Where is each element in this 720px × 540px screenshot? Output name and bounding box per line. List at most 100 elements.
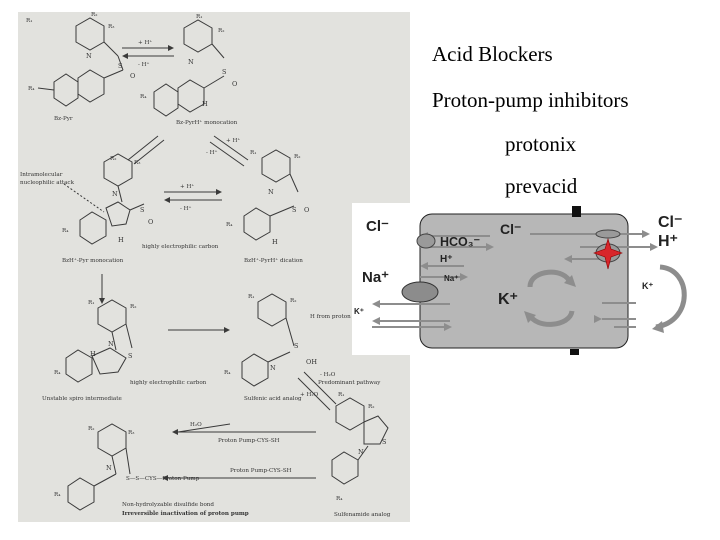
label-h2o: H₂O [190, 422, 202, 428]
label-R2-c: R₂ [110, 156, 116, 162]
atom-N-f: N [270, 364, 276, 372]
mechanism-diagram: R₁ R₂ R₃ N S O R₄ Bz-Pyr + H⁺ - H⁺ R₁ R₂… [20, 12, 391, 518]
ion-h-right: H⁺ [658, 233, 678, 250]
ion-k-left: K⁺ [354, 307, 364, 316]
ion-h-left: H⁺ [440, 254, 453, 265]
atom-OH-f: OH [306, 358, 317, 366]
ion-na-big: Na⁺ [362, 269, 389, 286]
caption-step8b: Irreversible inactivation of proton pump [122, 511, 249, 517]
list-item-acid-blockers: Acid Blockers [432, 42, 553, 66]
label-R2-e: R₂ [130, 304, 136, 310]
atom-N-h: N [106, 464, 112, 472]
atom-N-b: N [188, 58, 194, 66]
atom-H-c: H [118, 236, 124, 244]
atom-N-a: N [86, 52, 92, 60]
atom-H-b: H [202, 100, 208, 108]
atom-H-d: H [272, 238, 278, 246]
label-R2-b: R₂ [218, 28, 224, 34]
structure-sulfenic-acid [241, 293, 295, 387]
plus-h-1: + H⁺ [138, 39, 152, 46]
label-R3-a: R₃ [108, 24, 114, 30]
atom-O-b: O [232, 80, 237, 88]
label-R4-f: R₄ [224, 370, 231, 376]
membrane-tab-top [572, 206, 581, 217]
curve-arrow-right [655, 264, 687, 330]
list-item-protonix: protonix [505, 132, 577, 156]
label-s-s-cys: S—S—CYS—Proton Pump [126, 476, 200, 482]
atom-N-d: N [268, 188, 274, 196]
atom-N-e: N [108, 340, 114, 348]
atom-O-a: O [130, 72, 135, 80]
atom-S-c: S [140, 206, 144, 214]
label-pump-cys-2: Proton Pump-CYS-SH [230, 468, 292, 474]
label-pump-cys-1: Proton Pump-CYS-SH [218, 438, 280, 444]
ion-hco3: HCO₃⁻ [440, 235, 481, 249]
atom-H-e: H [90, 350, 96, 358]
caption-step2: Bz-PyrH⁺ monocation [176, 119, 238, 126]
label-R4-e: R₄ [54, 370, 61, 376]
minus-h-3: - H⁺ [180, 205, 192, 212]
pump-inhibition-star [593, 237, 623, 270]
cl-channel [595, 229, 621, 239]
label-R2-d: R₂ [294, 154, 300, 160]
caption-step6: Sulfenic acid analog [244, 396, 302, 402]
label-nucleophilic: nucleophilic attack [20, 180, 75, 186]
caption-step7: Sulfenamide analog [334, 512, 391, 518]
structure-bz-pyrh [153, 19, 225, 117]
plus-h-3: + H⁺ [180, 183, 194, 190]
label-R2-g: R₂ [368, 404, 374, 410]
ion-cl-right: Cl⁻ [658, 214, 682, 231]
label-intramolecular: Intramolecular [20, 172, 63, 178]
label-R1-b: R₁ [196, 14, 202, 20]
label-R4-a: R₄ [28, 86, 35, 92]
atom-S-b: S [222, 68, 226, 76]
label-R2-f: R₂ [290, 298, 296, 304]
exchanger-cl-hco3 [416, 233, 436, 249]
na-k-pump [401, 281, 439, 303]
atom-S-e: S [128, 352, 132, 360]
label-minus-h2o: - H₂O [320, 372, 336, 378]
label-R4-d: R₄ [226, 222, 233, 228]
label-h-from-proton: H from proton [310, 314, 351, 320]
label-R4-g: R₄ [336, 496, 343, 502]
label-R4-c: R₄ [62, 228, 69, 234]
ion-cl-mid: Cl⁻ [500, 221, 521, 237]
structure-bzh-pyrh [243, 149, 299, 241]
label-R1-d: R₁ [250, 150, 256, 156]
list-item-prevacid: prevacid [505, 174, 578, 198]
atom-N-g: N [358, 448, 364, 456]
membrane-tab-bottom [570, 349, 579, 360]
label-R1-g: R₁ [338, 392, 344, 398]
atom-O-d: O [304, 206, 309, 214]
label-R2-a: R₂ [91, 12, 97, 18]
plus-h-2: + H⁺ [226, 137, 240, 144]
caption-step4: BzH⁺-PyrH⁺ dication [244, 257, 303, 264]
label-R4-b: R₄ [140, 94, 147, 100]
label-R1-e: R₁ [88, 300, 94, 306]
parietal-cell-diagram: Cl⁻ HCO₃⁻ Cl⁻ H⁺ Na⁺ Na⁺ K⁺ K⁺ K⁺ Cl⁻ H⁺ [352, 203, 720, 360]
label-R1-a: R₁ [26, 18, 32, 24]
structure-bzh-pyr [79, 153, 145, 245]
label-R4-h: R₄ [54, 492, 61, 498]
ion-cl-left: Cl⁻ [366, 218, 389, 235]
caption-step3: BzH⁺-Pyr monocation [62, 257, 124, 264]
label-predominant: Predominant pathway [318, 380, 381, 386]
ion-na-small: Na⁺ [444, 274, 458, 283]
atom-S-f: S [294, 342, 298, 350]
label-electrophilic-2: highly electrophilic carbon [130, 380, 207, 386]
label-R3-c: R₃ [134, 160, 140, 166]
atom-S-g: S [382, 438, 386, 446]
atom-N-c: N [112, 190, 118, 198]
structure-sulfenamide [331, 397, 389, 485]
label-plus-h2o: + H₂O [300, 392, 319, 398]
list-item-ppi: Proton-pump inhibitors [432, 88, 629, 112]
caption-step8: Non-hydrolyzable disulfide bond [122, 502, 214, 508]
caption-step5: Unstable spiro intermediate [42, 396, 122, 402]
label-R2-h: R₂ [88, 426, 94, 432]
label-R3-h: R₃ [128, 430, 134, 436]
mechanism-panel: R₁ R₂ R₃ N S O R₄ Bz-Pyr + H⁺ - H⁺ R₁ R₂… [18, 12, 410, 522]
minus-h-2: - H⁺ [206, 149, 218, 156]
structure-spiro [65, 299, 133, 383]
cell-svg: Cl⁻ HCO₃⁻ Cl⁻ H⁺ Na⁺ Na⁺ K⁺ K⁺ K⁺ Cl⁻ H⁺ [352, 203, 687, 360]
structure-bz-pyr [37, 17, 124, 107]
